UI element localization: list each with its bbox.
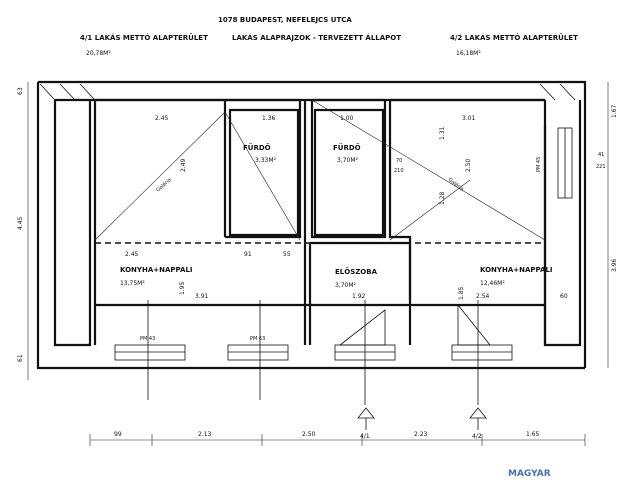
dim-right-396: 3.96 — [611, 258, 618, 272]
door-right — [457, 303, 491, 346]
dim-v-250: 2.50 — [465, 158, 472, 172]
dim-left-63: 63 — [17, 87, 24, 95]
entry-marker-41 — [357, 407, 375, 430]
left-unit-label: 4/1 LAKÁS METTÓ ALAPTERÜLET — [80, 33, 208, 42]
room-eloszoba: ELŐSZOBA — [335, 267, 378, 276]
dim-right-167: 1.67 — [611, 104, 618, 118]
room-konyha-right-area: 12,46M² — [480, 280, 505, 287]
room-konyha-left-area: 13,75M² — [120, 280, 145, 287]
dim-bot-165: 1.65 — [526, 431, 540, 438]
dim-mid-55: 55 — [283, 251, 291, 258]
door-dim-210: 210 — [394, 168, 404, 174]
dim-mid-245: 2.45 — [125, 251, 139, 258]
room-konyha-left: KONYHA+NAPPALI — [120, 266, 193, 274]
pm-right: PM 45 — [536, 157, 542, 172]
dim-left-445: 4.45 — [17, 216, 24, 230]
dim-bot-250: 2.50 — [302, 431, 316, 438]
bottom-dim-ticks — [89, 434, 586, 446]
room-furdo-right-area: 3,70M² — [337, 157, 359, 164]
dim-v-128: 1.28 — [439, 191, 446, 205]
dim-bot-99: 99 — [114, 431, 122, 438]
room-konyha-right: KONYHA+NAPPALI — [480, 266, 553, 274]
plan-title: LAKÁS ALAPRAJZOK - TERVEZETT ÁLLAPOT — [232, 33, 401, 42]
dim-top-245: 2.45 — [155, 115, 169, 122]
room-eloszoba-area: 3,70M² — [335, 282, 357, 289]
entry-label-42: 4/2 — [472, 433, 482, 440]
dim-mid-192: 1.92 — [352, 293, 366, 300]
room-furdo-left-area: 3,33M² — [255, 157, 277, 164]
bottom-windows — [114, 344, 513, 361]
dim-mid-391: 3.91 — [195, 293, 209, 300]
room-furdo-right: FÜRDŐ — [333, 143, 361, 152]
entry-marker-42 — [469, 407, 487, 430]
top-wall-hatch — [39, 83, 576, 101]
outer-wall — [36, 80, 587, 370]
bath-left — [228, 108, 300, 237]
right-unit-label: 4/2 LAKÁS METTÓ ALAPTERÜLET — [450, 33, 578, 42]
door-dim-70: 70 — [396, 158, 402, 164]
door-dim-41: 41 — [598, 152, 604, 158]
pm-left: PM 43 — [140, 336, 155, 342]
door-dim-221: 221 — [596, 164, 606, 170]
galeria-label-right: Galéria — [447, 176, 465, 193]
dim-mid-185: 1.85 — [458, 286, 465, 300]
dim-mid-60: 60 — [560, 293, 568, 300]
stamp-text: MAGYAR — [508, 469, 551, 479]
door-eloszoba — [338, 309, 386, 346]
dim-mid-195: 1.95 — [179, 281, 186, 295]
pm-mid: PM 63 — [250, 336, 265, 342]
gallery-diagonal-right — [311, 99, 546, 241]
dim-top-301: 3.01 — [462, 115, 476, 122]
header-address: 1078 BUDAPEST, NEFELEJCS UTCA — [218, 16, 352, 24]
bath-right — [313, 108, 385, 237]
dim-bot-213: 2.13 — [198, 431, 212, 438]
dim-top-136: 1.36 — [262, 115, 276, 122]
dim-top-100: 1.00 — [340, 115, 354, 122]
inner-perimeter — [53, 98, 582, 347]
left-unit-area: 20,78M² — [86, 50, 111, 57]
dim-bot-223: 2.23 — [414, 431, 428, 438]
dim-mid-91: 91 — [244, 251, 252, 258]
dim-v-131: 1.31 — [439, 126, 446, 140]
dim-v-249: 2.49 — [180, 158, 187, 172]
dim-mid-254: 2.54 — [476, 293, 490, 300]
dim-left-61: 61 — [17, 354, 24, 362]
room-furdo-left: FÜRDŐ — [243, 143, 271, 152]
entry-label-41: 4/1 — [360, 433, 370, 440]
left-room-walls — [93, 98, 302, 345]
section-lines — [147, 300, 479, 405]
right-unit-area: 16,18M² — [456, 50, 481, 57]
gallery-diagonal-left — [94, 111, 301, 241]
